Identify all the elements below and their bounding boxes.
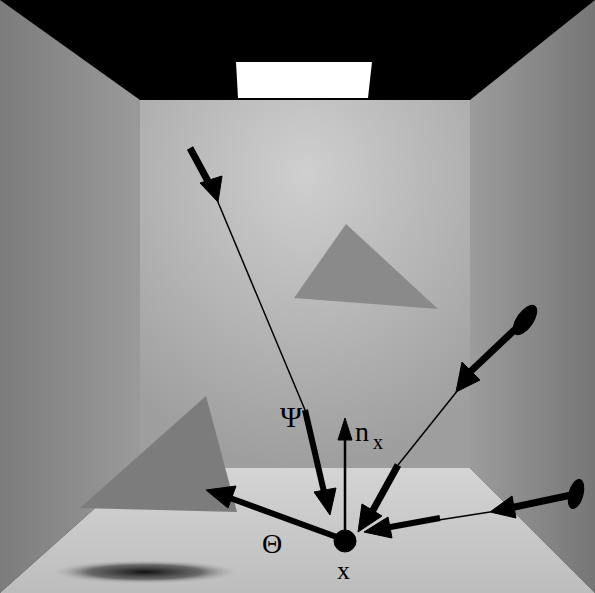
shadow (50, 560, 240, 584)
point-label: x (337, 558, 350, 584)
back-triangle (294, 224, 438, 309)
ray-arrows (190, 148, 587, 552)
front-triangle (80, 396, 237, 512)
normal-label: n (355, 418, 369, 446)
incoming-direction-label: Ψ (280, 402, 302, 432)
floor (0, 468, 595, 593)
normal-subscript: x (373, 432, 383, 452)
light-source (236, 62, 372, 98)
outgoing-direction-label: Θ (262, 530, 282, 558)
